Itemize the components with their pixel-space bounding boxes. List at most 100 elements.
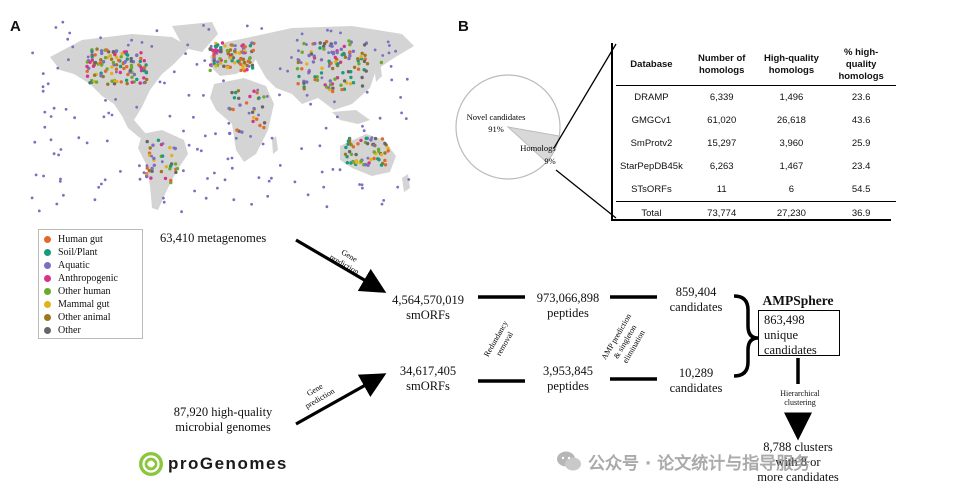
sample-point [380, 202, 384, 206]
sample-point [142, 65, 147, 70]
sample-point [243, 61, 247, 65]
sample-point [257, 176, 261, 180]
sample-point [55, 202, 59, 206]
sample-point [383, 151, 387, 155]
genomes-line-1: 87,920 high-quality [173, 405, 273, 419]
sample-point [349, 75, 353, 80]
sample-point [232, 96, 237, 100]
sample-point [313, 77, 317, 82]
sample-point [387, 51, 391, 55]
sample-point [345, 155, 349, 159]
sample-point [223, 178, 227, 182]
sample-point [327, 64, 331, 68]
sample-point [386, 149, 390, 153]
sample-point [251, 119, 255, 124]
sample-point [126, 43, 130, 47]
sample-point [145, 174, 149, 179]
sample-point [162, 196, 165, 200]
sample-point [168, 164, 173, 168]
table-header-cell: High-quality homologs [756, 45, 827, 86]
panel-b-letter: B [458, 18, 469, 35]
sample-point [129, 63, 134, 68]
sample-point [322, 47, 326, 51]
sample-point [373, 48, 377, 52]
candidates-bottom-unit: candidates [669, 381, 723, 395]
sample-point [379, 60, 384, 65]
sample-point [251, 48, 255, 53]
sample-point [110, 79, 114, 83]
sample-point [52, 152, 56, 156]
sample-point [302, 81, 306, 85]
sample-point [361, 124, 364, 128]
sample-point [249, 135, 253, 138]
hierarchical-line-2: clustering [784, 398, 816, 407]
sample-point [262, 125, 266, 130]
sample-point [372, 156, 376, 161]
sample-point [351, 145, 356, 149]
legend-swatch [44, 236, 51, 243]
sample-point [137, 63, 141, 67]
sample-point [118, 70, 123, 75]
sample-point [322, 44, 326, 48]
progenomes-logo-text: proGenomes [168, 454, 288, 473]
sample-point [68, 31, 72, 35]
sample-point [348, 54, 352, 58]
sample-point [115, 79, 119, 84]
sample-point [250, 66, 255, 70]
sample-point [120, 52, 124, 56]
sample-point [365, 90, 369, 94]
sample-point [226, 52, 230, 56]
sample-point [238, 103, 242, 107]
sample-point [108, 53, 113, 58]
ampsphere-box: 863,498 unique candidates [758, 310, 840, 357]
sample-point [213, 50, 217, 54]
sample-point [245, 24, 249, 28]
sample-point [319, 71, 324, 75]
sample-point [93, 53, 97, 57]
sample-point [322, 185, 326, 189]
table-cell: 25.9 [851, 138, 871, 149]
sample-point [328, 79, 332, 83]
wechat-icon [557, 451, 581, 471]
sample-point [130, 38, 133, 42]
sample-point [359, 159, 363, 163]
genomes-text: 87,920 high-quality microbial genomes [160, 405, 286, 435]
sample-point [95, 47, 99, 51]
clusters-line-3: more candidates [757, 470, 839, 484]
sample-point [352, 65, 357, 69]
sample-point [347, 149, 352, 154]
sample-point [202, 94, 205, 97]
sample-point [407, 178, 411, 181]
sample-point [125, 81, 129, 86]
sample-point [98, 61, 103, 65]
panel-a-letter: A [10, 18, 21, 35]
sample-point [67, 58, 70, 62]
sample-point [110, 71, 114, 76]
legend-label: Mammal gut [58, 299, 110, 310]
sample-point [222, 64, 226, 68]
legend-item: Anthropogenic [44, 272, 137, 285]
world-map-svg [22, 12, 422, 217]
legend-swatch [44, 314, 51, 321]
sample-point [278, 67, 282, 71]
legend-label: Aquatic [58, 260, 90, 271]
progenomes-logo: proGenomes [138, 451, 318, 477]
sample-point [99, 73, 103, 78]
legend-item: Other human [44, 285, 137, 298]
sample-point [381, 54, 385, 57]
sample-point [328, 83, 333, 87]
sample-point [99, 49, 104, 53]
sample-point [77, 136, 81, 140]
sample-point [212, 55, 216, 59]
sample-point [377, 158, 381, 162]
table-cell: STsORFs [631, 184, 672, 195]
sample-point [115, 63, 119, 67]
sample-point [360, 51, 364, 55]
sample-point [324, 126, 328, 130]
sample-point [37, 209, 41, 213]
sample-point [383, 141, 387, 146]
sample-point [100, 51, 104, 56]
table-cell: Total [616, 201, 687, 225]
table-cell: 43.6 [851, 115, 871, 126]
